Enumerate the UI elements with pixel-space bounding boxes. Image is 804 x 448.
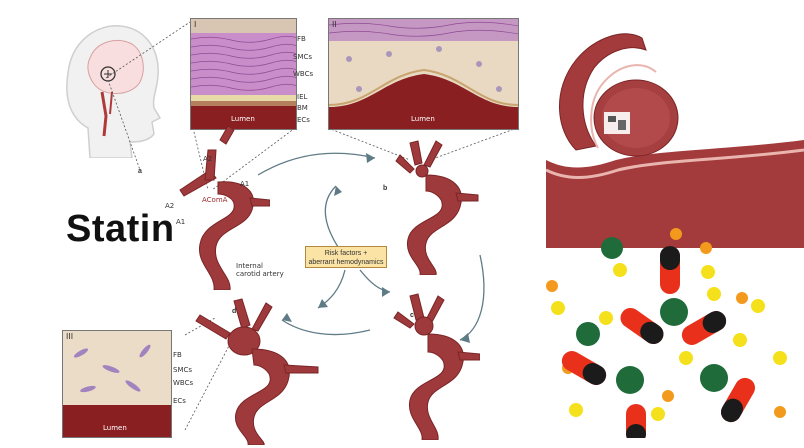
- panel-2-numeral: II: [332, 20, 337, 29]
- vessel-stage-d: [195, 298, 319, 445]
- vessel-wall-degenerated-illustration: [63, 331, 171, 437]
- panel-1-label-ecs: ECs: [297, 116, 310, 124]
- a1-lower-label: A1: [176, 218, 186, 226]
- panel-3-label-ecs: ECs: [173, 397, 186, 405]
- stage-b-label: b: [383, 185, 388, 192]
- panel-3-label-smcs: SMCs: [173, 366, 193, 374]
- panel-1-lumen-label: Lumen: [231, 115, 255, 123]
- aneurysm-illustration: [546, 20, 804, 248]
- vessel-wall-normal-illustration: [191, 19, 296, 129]
- histology-panel-3: III Lumen: [62, 330, 172, 438]
- internal-carotid-label: Internal carotid artery: [236, 262, 284, 278]
- panel-1-label-iel: IEL: [297, 93, 308, 101]
- head-illustration: [66, 25, 162, 158]
- panel-1-label-bm: BM: [297, 104, 308, 112]
- vessel-stage-c: [393, 293, 480, 440]
- panel-1-label-wbcs: WBCs: [293, 70, 314, 78]
- risk-box-line-1: Risk factors +: [324, 250, 368, 257]
- acoma-label: AComA: [202, 196, 228, 204]
- pills-illustration: [546, 228, 787, 438]
- panel-1-label-fb: FB: [297, 35, 306, 43]
- panel-3-label-wbcs: WBCs: [173, 379, 194, 387]
- stage-d-label: d: [232, 308, 237, 315]
- panel-3-numeral: III: [66, 332, 74, 341]
- panel-1-label-smcs: SMCs: [293, 53, 313, 61]
- a1-label: A1: [240, 180, 250, 188]
- statin-title: Statin: [66, 208, 175, 250]
- panel-1-numeral: I: [194, 20, 197, 29]
- panel-2-lumen-label: Lumen: [411, 115, 435, 123]
- vessel-stage-a: [179, 125, 270, 290]
- panel-3-label-fb: FB: [173, 351, 182, 359]
- risk-box-line-2: aberrant hemodynamics: [308, 259, 384, 266]
- a2-left-label: A2: [165, 202, 175, 210]
- a2-top-label: A2: [203, 155, 213, 163]
- histology-panel-1: I Lumen: [190, 18, 297, 130]
- histology-panel-2: II Lumen: [328, 18, 519, 130]
- vessel-wall-remodeled-illustration: [329, 19, 518, 129]
- vessel-stage-b: [395, 140, 479, 275]
- risk-factors-box: Risk factors + aberrant hemodynamics: [305, 246, 387, 268]
- panel-3-lumen-label: Lumen: [103, 424, 127, 432]
- stage-a-label: a: [138, 168, 142, 175]
- stage-c-label: c: [410, 312, 414, 319]
